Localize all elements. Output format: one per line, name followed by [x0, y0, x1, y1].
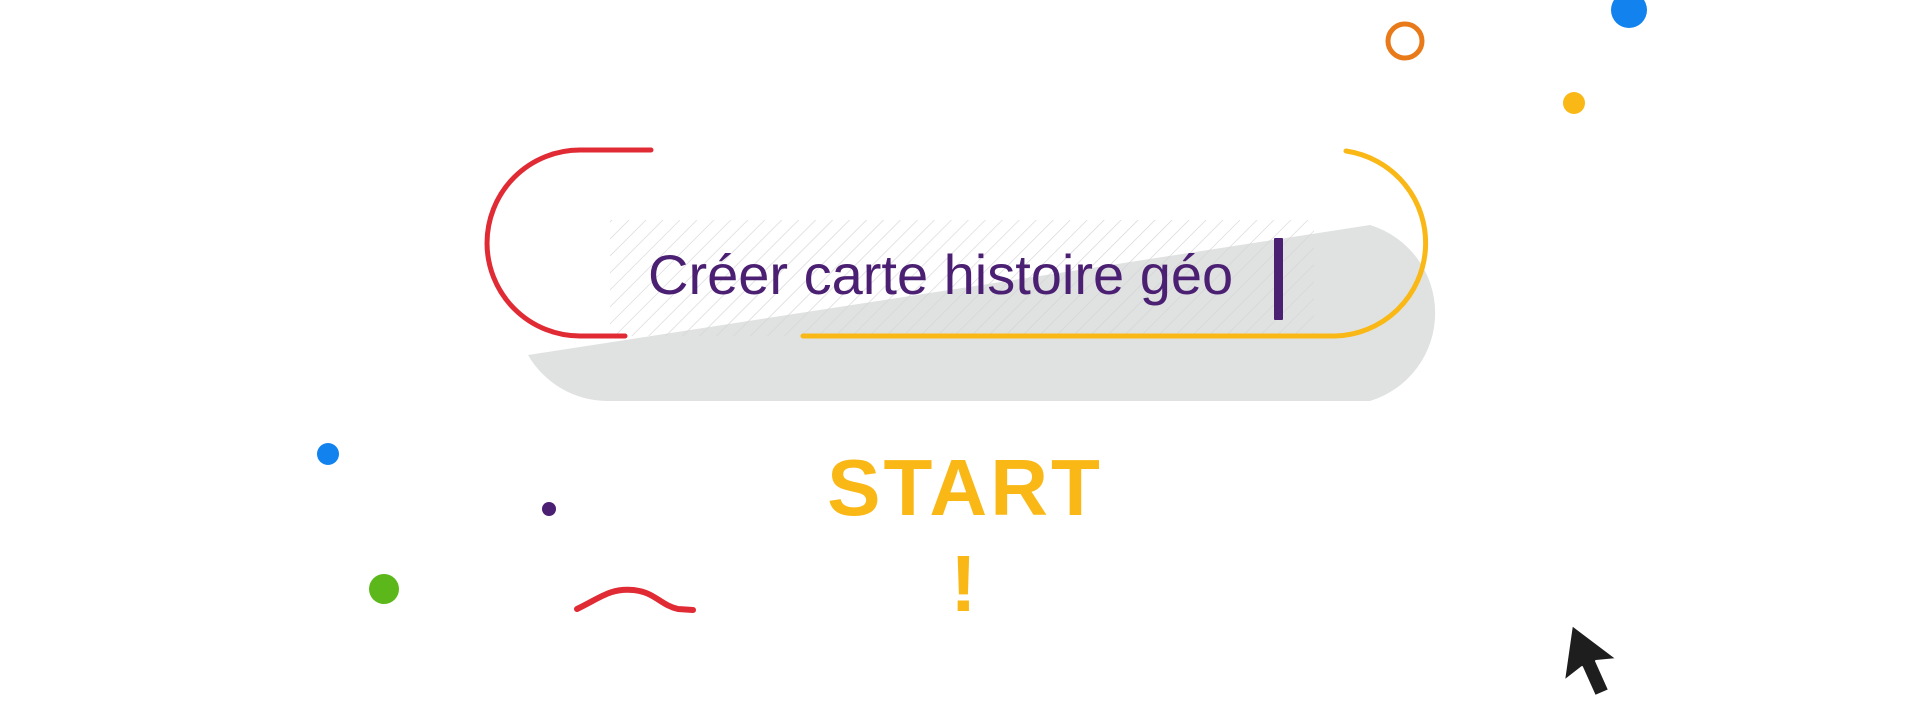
blue-dot-top-decoration — [1611, 0, 1647, 28]
text-caret — [1274, 238, 1283, 320]
orange-ring-decoration — [1385, 21, 1425, 61]
blue-dot-left-decoration — [317, 443, 339, 465]
mouse-pointer-icon — [1563, 624, 1618, 697]
start-button[interactable]: START ! — [827, 443, 1103, 628]
search-input[interactable]: Créer carte histoire géo — [648, 243, 1234, 306]
search-text-highlight — [610, 220, 1314, 336]
yellow-dot-decoration — [1563, 92, 1585, 114]
green-dot-decoration — [369, 574, 399, 604]
red-squiggle-decoration — [574, 586, 696, 613]
search-outline-right — [800, 148, 1429, 339]
search-outline-left — [484, 147, 654, 339]
purple-dot-decoration — [542, 502, 556, 516]
